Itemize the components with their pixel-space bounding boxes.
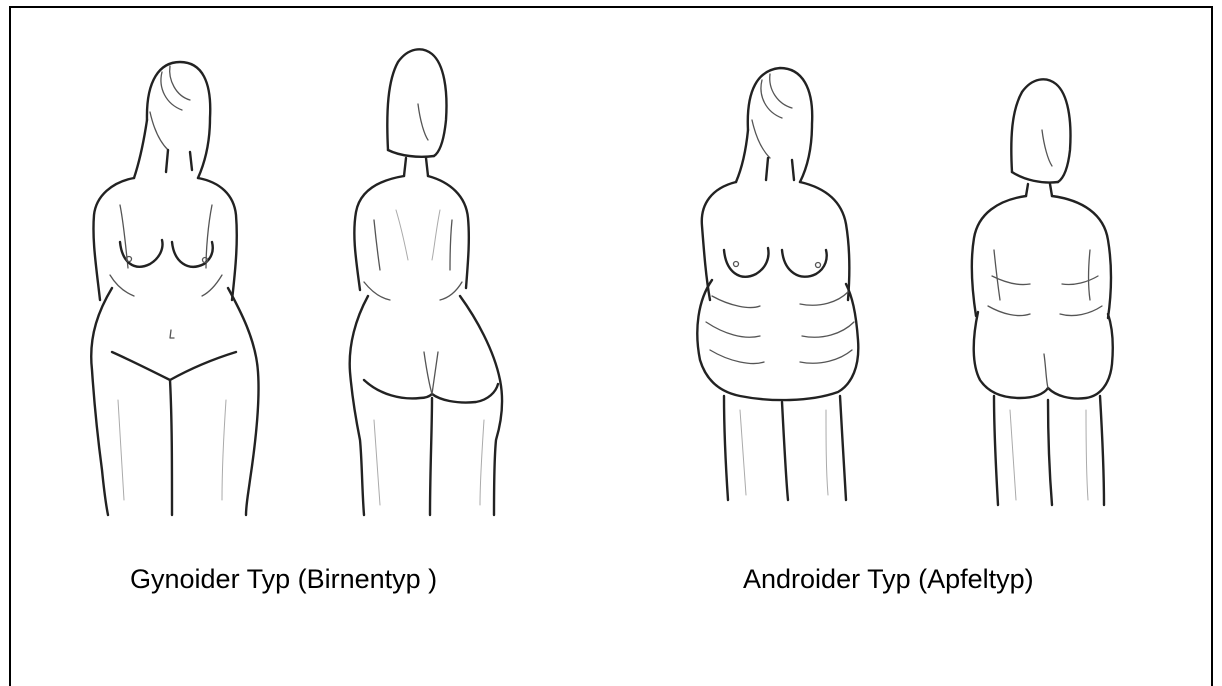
figure-gynoid-back — [350, 49, 502, 515]
caption-gynoid-type: Gynoider Typ (Birnentyp ) — [130, 564, 437, 595]
figure-android-back — [972, 79, 1113, 505]
caption-android-type: Androider Typ (Apfeltyp) — [743, 564, 1034, 595]
figure-android-front — [697, 68, 858, 500]
figure-gynoid-front — [91, 62, 258, 515]
